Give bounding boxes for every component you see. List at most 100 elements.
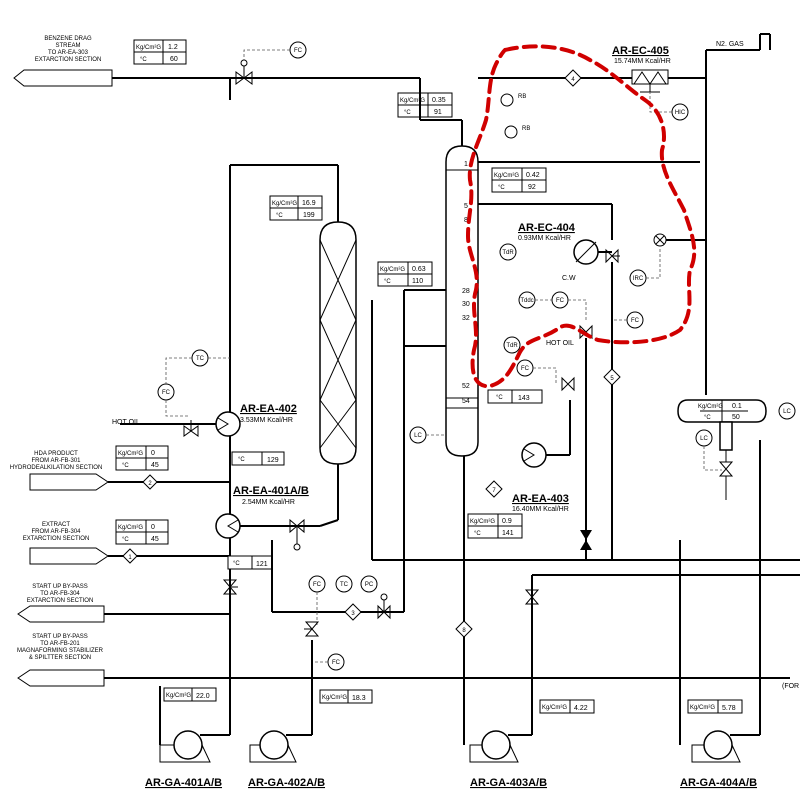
pump-403-tag: AR-GA-403A/B [470, 777, 547, 789]
fc-401-out[interactable]: FC [308, 575, 326, 625]
svg-text:Kg/Cm²G: Kg/Cm²G [118, 451, 143, 457]
hot-oil-mid-valve-lower[interactable] [561, 376, 575, 392]
irc-instrument[interactable]: IRC [629, 248, 661, 287]
svg-text:Kg/Cm²G: Kg/Cm²G [166, 693, 191, 699]
ea401-out-temp-box: °C 121 [227, 555, 273, 570]
svg-text:Kg/Cm²G: Kg/Cm²G [136, 45, 161, 51]
tdr-upper[interactable]: TdR [499, 243, 517, 261]
svg-text:TC: TC [340, 582, 349, 588]
svg-text:LC: LC [700, 436, 708, 442]
svg-text:Kg/Cm²G: Kg/Cm²G [698, 404, 723, 410]
feed-conditions-box: Kg/Cm²G °C 0.63 110 [377, 261, 433, 287]
tray-52: 52 [462, 383, 470, 390]
ea403-reboiler[interactable]: AR-EA-403 16.40MM Kcal/HR [512, 400, 571, 513]
svg-text:°C: °C [384, 279, 391, 285]
ec404-duty: 0.93MM Kcal/HR [518, 235, 571, 242]
svg-text:4.22: 4.22 [574, 705, 588, 712]
stream-id-4: 4 [564, 69, 582, 87]
svg-text:FC: FC [556, 298, 565, 304]
tc-hot-oil[interactable]: TC [165, 349, 230, 384]
reactor-pressure: 16.9 [302, 200, 316, 207]
pump-404-pressure-box: Kg/Cm²G 5.78 [687, 699, 743, 714]
ec404-condenser[interactable]: AR-EC-404 0.93MM Kcal/HR C.W [518, 222, 612, 282]
hot-oil-valve[interactable] [183, 420, 199, 437]
pump402-valve[interactable] [304, 621, 320, 637]
fc-benzene[interactable]: FC [243, 41, 307, 60]
col-bottom-temp-box: °C 143 [487, 389, 543, 404]
pump-404[interactable]: AR-GA-404A/B [679, 440, 761, 789]
svg-text:FROM AR-FB-304: FROM AR-FB-304 [31, 529, 81, 535]
svg-text:Tddc: Tddc [520, 298, 533, 304]
pc-valve[interactable] [377, 593, 391, 620]
svg-text:Kg/Cm²G: Kg/Cm²G [470, 519, 495, 525]
svg-text:TC: TC [196, 356, 205, 362]
tray-32: 32 [462, 315, 470, 322]
tc-401-out[interactable]: TC [335, 575, 353, 593]
lc-drum[interactable]: LC [778, 402, 796, 420]
svg-text:°C: °C [238, 457, 245, 463]
pump-404-tag: AR-GA-404A/B [680, 777, 757, 789]
rb-lower[interactable]: RB [504, 125, 530, 139]
check-valve-586[interactable] [580, 530, 592, 550]
lc-drum-boot[interactable]: LC [695, 429, 722, 471]
svg-text:7: 7 [492, 488, 496, 494]
pc-401-out[interactable]: PC [360, 575, 378, 593]
benzene-control-valve[interactable] [235, 59, 253, 85]
svg-text:RB: RB [522, 126, 530, 132]
svg-text:EXTRACT: EXTRACT [42, 522, 70, 528]
forward-label: (FOR [782, 683, 799, 690]
svg-text:START UP BY-PASS: START UP BY-PASS [32, 584, 88, 590]
svg-text:HIC: HIC [675, 110, 686, 116]
fc-reflux[interactable]: FC [612, 311, 644, 329]
pump403-discharge-valve[interactable] [524, 589, 540, 605]
svg-text:91: 91 [434, 109, 442, 116]
ea403-conditions-box: Kg/Cm²G °C 0.9 141 [467, 513, 523, 539]
svg-text:110: 110 [412, 278, 423, 285]
hic-instrument[interactable]: HIC [649, 92, 689, 121]
lc-column[interactable]: LC [409, 426, 446, 444]
ea401-bypass-valve[interactable] [289, 518, 305, 551]
mixer-x-valve[interactable] [653, 233, 706, 247]
svg-text:°C: °C [233, 561, 240, 567]
fc-hot-oil-mid[interactable]: FC [516, 359, 557, 384]
svg-text:EXTARCTION SECTION: EXTARCTION SECTION [23, 536, 90, 542]
ea403-duty: 16.40MM Kcal/HR [512, 506, 569, 513]
rb-upper[interactable]: RB [500, 93, 526, 107]
svg-text:45: 45 [151, 536, 159, 543]
svg-text:Kg/Cm²G: Kg/Cm²G [380, 267, 405, 273]
fc-tddc[interactable]: FC [535, 291, 587, 320]
ea402-exchanger[interactable]: HOT OIL AR-EA-402 3.53MM Kcal/HR [112, 403, 297, 437]
svg-text:MAGNAFORMING STABILIZER: MAGNAFORMING STABILIZER [17, 648, 104, 654]
ea402-tag: AR-EA-402 [240, 403, 297, 415]
hot-oil-label: HOT OIL [112, 419, 140, 426]
ea401-exchanger[interactable]: AR-EA-401A/B 2.54MM Kcal/HR [215, 485, 339, 539]
svg-text:PC: PC [365, 582, 374, 588]
pump-402[interactable]: AR-GA-402A/B [248, 640, 325, 789]
ea403-tag: AR-EA-403 [512, 493, 569, 505]
drum-boot-valve[interactable] [718, 450, 734, 500]
tdr-lower[interactable]: TdR [503, 336, 521, 354]
fc-402-pump[interactable]: FC [311, 638, 345, 671]
svg-text:92: 92 [528, 184, 536, 191]
hot-oil-mid-label: HOT OIL [546, 340, 574, 347]
ea402-out-temp-box: °C 129 [231, 451, 285, 466]
tddc-instrument[interactable]: Tddc [518, 291, 536, 309]
fc-hot-oil[interactable]: FC [157, 383, 190, 417]
pump-403[interactable]: AR-GA-403A/B [463, 456, 547, 789]
tray-5: 5 [464, 203, 468, 210]
svg-text:0.35: 0.35 [432, 97, 446, 104]
tray-54: 54 [462, 398, 470, 405]
svg-text:& SPILTTER SECTION: & SPILTTER SECTION [29, 655, 91, 661]
svg-text:45: 45 [151, 462, 159, 469]
ec405-air-cooler[interactable]: AR-EC-405 15.74MM Kcal/HR [612, 45, 671, 93]
benzene-drag-label-3: TO AR-EA-303 [48, 50, 89, 56]
ec405-duty: 15.74MM Kcal/HR [614, 58, 671, 65]
reactor-temp: 199 [303, 212, 315, 219]
svg-text:RB: RB [518, 94, 526, 100]
ec404-control-valve[interactable] [605, 248, 620, 264]
left-trunk-valve[interactable] [222, 579, 238, 595]
svg-text:HDA PRODUCT: HDA PRODUCT [34, 451, 78, 457]
ec405-tag: AR-EC-405 [612, 45, 669, 57]
svg-text:18.3: 18.3 [352, 695, 366, 702]
pump-401[interactable]: AR-GA-401A/B [145, 686, 231, 789]
